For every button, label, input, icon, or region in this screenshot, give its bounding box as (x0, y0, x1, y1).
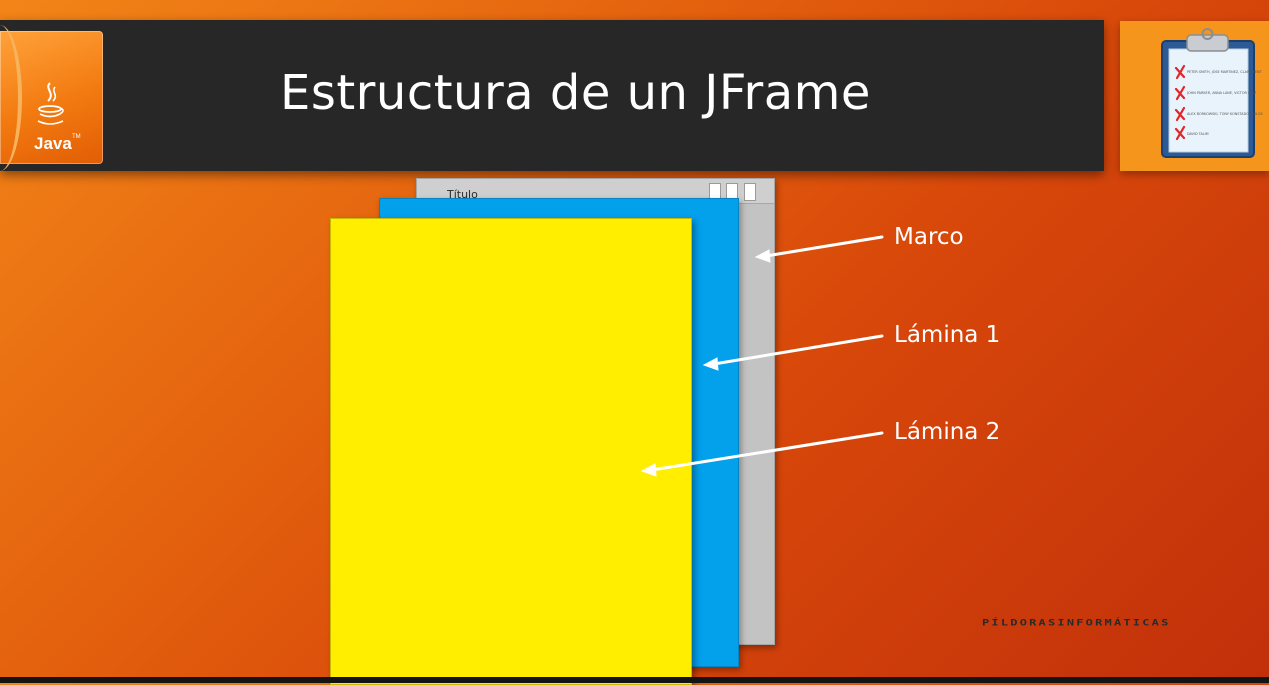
checklist-item-2: JOHN PARKER, ANNA LANE, VICTOR DIAZ (1186, 91, 1257, 95)
clipboard-tile: PETER SMITH, JOSE MARTINEZ, CLARK KENT J… (1120, 21, 1269, 171)
trademark: TM (72, 134, 81, 140)
checklist-item-4: DAVID TALIM (1187, 132, 1209, 136)
brand-watermark: PÍLDORASINFORMÁTICAS (982, 617, 1171, 628)
label-lamina-2: Lámina 2 (894, 419, 1001, 445)
java-coffee-cup-icon (37, 82, 64, 125)
checklist-item-1: PETER SMITH, JOSE MARTINEZ, CLARK KENT (1187, 70, 1263, 74)
logo-swoosh (0, 25, 22, 171)
java-wordmark: Java (34, 134, 72, 153)
lamina-2-panel (330, 218, 692, 685)
checklist-item-3: ALEX BORKOWSKI, TONY KONSTADOPOULOS (1187, 112, 1263, 116)
java-logo: Java TM (0, 25, 103, 171)
frame-title: Título (447, 188, 478, 201)
label-lamina-1: Lámina 1 (894, 322, 1001, 348)
page-title: Estructura de un JFrame (280, 65, 871, 121)
bottom-bar (0, 677, 1269, 683)
clipboard-checklist-icon: PETER SMITH, JOSE MARTINEZ, CLARK KENT J… (1161, 28, 1263, 158)
close-icon (744, 183, 756, 201)
arrow-marco (764, 235, 884, 258)
header-bar (0, 20, 1104, 171)
label-marco: Marco (894, 224, 964, 250)
